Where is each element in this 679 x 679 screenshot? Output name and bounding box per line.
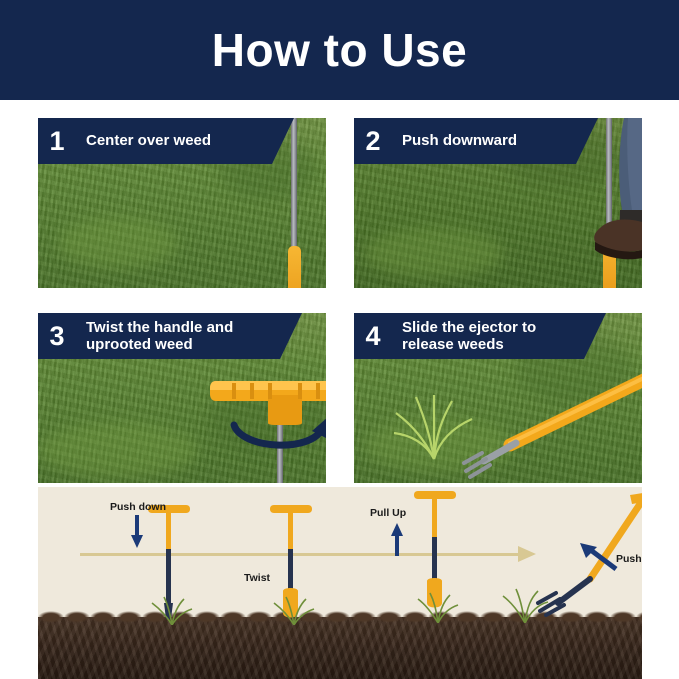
page-title: How to Use <box>211 24 468 76</box>
push-down-arrow-icon <box>131 515 143 548</box>
diagram-tool-stage-1 <box>148 505 190 619</box>
person-leg <box>594 118 642 260</box>
tool-grip <box>288 246 301 288</box>
step-1-number: 1 <box>38 118 76 164</box>
step-1-caption-line1: Center over weed <box>86 132 212 150</box>
diagram-tool-stage-4 <box>536 493 642 617</box>
header-banner: How to Use <box>0 0 679 100</box>
diagram-tool-stage-2 <box>270 505 312 618</box>
label-twist: Twist <box>244 572 271 584</box>
step-4-number: 4 <box>354 313 392 359</box>
grass-highlight <box>38 423 198 478</box>
steps-grid: 1 Center over weed 2 Push downwar <box>38 118 642 483</box>
step-3-photo: 3 Twist the handle and uprooted weed <box>38 313 326 483</box>
step-4-caption-line1: Slide the ejector to <box>402 318 537 336</box>
tool-t-handle <box>210 381 326 425</box>
process-diagram: Push down Twist <box>38 487 642 679</box>
diagram-weed-4 <box>502 588 549 623</box>
flow-arrow-line <box>80 553 520 556</box>
step-3-caption-line2: uprooted weed <box>86 336 193 353</box>
tool-angled-shaft <box>462 373 642 479</box>
diagram-weed-2 <box>273 596 315 625</box>
grass-highlight <box>58 218 178 268</box>
step-4-caption: Slide the ejector to release weeds <box>392 313 606 359</box>
label-push-down: Push down <box>110 501 166 513</box>
step-3-caption: Twist the handle and uprooted weed <box>76 313 302 359</box>
soil-band <box>38 611 642 679</box>
step-2-number: 2 <box>354 118 392 164</box>
soil-surface <box>38 611 642 623</box>
rotation-arrow-icon <box>230 418 326 449</box>
step-3-number: 3 <box>38 313 76 359</box>
flow-arrow-head <box>518 546 536 562</box>
step-4-caption-line2: release weeds <box>402 336 504 353</box>
label-pull-up: Pull Up <box>370 507 407 519</box>
step-2-caption-line1: Push downward <box>402 132 518 150</box>
grass-highlight <box>364 228 504 278</box>
step-1-caption: Center over weed <box>76 118 294 164</box>
label-push-the-grip: Push the Grip <box>616 553 642 565</box>
weed-tuft <box>393 395 473 460</box>
diagram-tool-stage-3 <box>414 491 456 608</box>
tool-shaft <box>291 118 297 288</box>
diagram-weed-1 <box>151 596 193 625</box>
step-3-caption-line1: Twist the handle and <box>86 318 234 336</box>
step-4-photo: 4 Slide the ejector to release weeds <box>354 313 642 483</box>
step-2-caption: Push downward <box>392 118 598 164</box>
diagram-weed-3 <box>417 592 459 623</box>
step-2-photo: 2 Push downward <box>354 118 642 288</box>
step-1-photo: 1 Center over weed <box>38 118 326 288</box>
pull-up-arrow-icon <box>391 523 403 556</box>
tool-shaft <box>606 118 612 288</box>
push-grip-arrow-icon <box>580 543 618 571</box>
